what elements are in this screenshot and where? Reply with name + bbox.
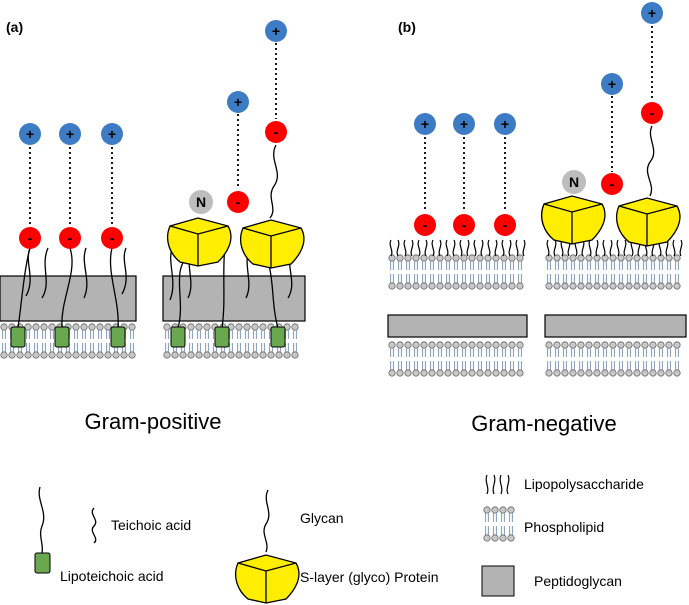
peptidoglycan-layer xyxy=(387,314,528,338)
lipopolysaccharide-icon xyxy=(485,474,510,495)
svg-text:-: - xyxy=(650,105,655,121)
lipoteichoic-acid-icon xyxy=(34,486,51,574)
positive-charge: + xyxy=(59,123,81,145)
legend-peptidoglycan: Peptidoglycan xyxy=(534,573,622,589)
svg-text:-: - xyxy=(503,217,508,233)
peptidoglycan-layer xyxy=(544,314,687,338)
legend-s-layer-protein: S-layer (glyco) Protein xyxy=(300,569,439,585)
negative-charge: - xyxy=(19,227,41,249)
negative-charge: - xyxy=(641,102,663,124)
gram-positive-wall: + + + + + - - - xyxy=(0,20,306,359)
svg-text:+: + xyxy=(608,76,616,92)
legend: Lipoteichoic acid Teichoic acid Glycan S… xyxy=(34,474,644,604)
svg-text:+: + xyxy=(234,94,242,110)
negative-charge: - xyxy=(453,214,475,236)
positive-charge: + xyxy=(601,73,623,95)
svg-text:+: + xyxy=(66,126,74,142)
glycan-icon xyxy=(263,489,270,553)
s-layer-protein-icon xyxy=(234,554,300,604)
neutral-charge: N xyxy=(189,190,213,214)
positive-charge: + xyxy=(265,20,287,42)
peptidoglycan-layer xyxy=(162,275,306,322)
svg-text:+: + xyxy=(648,5,656,21)
positive-charge: + xyxy=(453,113,475,135)
positive-charge: + xyxy=(494,113,516,135)
svg-text:N: N xyxy=(569,174,579,190)
positive-charge: + xyxy=(101,123,123,145)
svg-text:+: + xyxy=(460,116,468,132)
negative-charge: - xyxy=(227,191,249,213)
svg-text:+: + xyxy=(272,23,280,39)
phospholipid-icon xyxy=(483,506,515,542)
phospholipid-bilayer xyxy=(0,323,299,359)
svg-text:-: - xyxy=(236,194,241,210)
s-layer-protein xyxy=(540,195,606,245)
svg-text:-: - xyxy=(28,230,33,246)
negative-charge: - xyxy=(601,173,623,195)
neutral-charge: N xyxy=(562,170,586,194)
svg-text:-: - xyxy=(274,124,279,140)
lipoteichoic-anchor xyxy=(10,326,286,348)
svg-text:-: - xyxy=(462,217,467,233)
legend-lipoteichoic-acid: Lipoteichoic acid xyxy=(60,568,164,584)
svg-text:-: - xyxy=(610,176,615,192)
legend-teichoic-acid: Teichoic acid xyxy=(111,517,191,533)
s-layer-protein xyxy=(615,197,681,247)
negative-charge: - xyxy=(59,227,81,249)
s-layer-protein xyxy=(166,217,232,267)
legend-lipopolysaccharide: Lipopolysaccharide xyxy=(524,476,644,492)
peptidoglycan-icon xyxy=(481,565,515,597)
svg-text:N: N xyxy=(196,194,206,210)
negative-charge: - xyxy=(494,214,516,236)
positive-charge: + xyxy=(414,113,436,135)
positive-charge: + xyxy=(227,91,249,113)
gram-negative-title: Gram-negative xyxy=(471,411,617,436)
positive-charge: + xyxy=(641,2,663,24)
teichoic-acid-icon xyxy=(91,507,97,544)
panel-a-label: (a) xyxy=(6,19,23,35)
svg-text:-: - xyxy=(110,230,115,246)
svg-text:+: + xyxy=(501,116,509,132)
negative-charge: - xyxy=(101,227,123,249)
svg-text:-: - xyxy=(423,217,428,233)
negative-charge: - xyxy=(265,121,287,143)
panel-b-label: (b) xyxy=(398,19,416,35)
legend-glycan: Glycan xyxy=(300,510,344,526)
svg-text:+: + xyxy=(108,126,116,142)
s-layer-protein xyxy=(239,219,305,269)
gram-positive-title: Gram-positive xyxy=(85,409,222,434)
legend-phospholipid: Phospholipid xyxy=(524,519,604,535)
svg-text:-: - xyxy=(68,230,73,246)
positive-charge: + xyxy=(19,123,41,145)
svg-text:+: + xyxy=(26,126,34,142)
gram-negative-wall: + + + + + - - - xyxy=(387,2,687,377)
negative-charge: - xyxy=(414,214,436,236)
svg-text:+: + xyxy=(421,116,429,132)
